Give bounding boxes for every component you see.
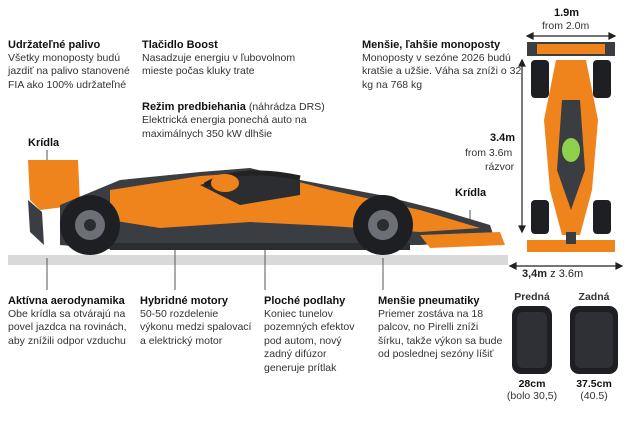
- boost-title: Tlačidlo Boost: [142, 39, 218, 51]
- smaller-text: Monoposty v sezóne 2026 budú kratšie a u…: [362, 52, 522, 91]
- overtake-suffix: (náhrádza DRS): [245, 101, 325, 113]
- boost-text: Nasadzuje energiu v ľubovolnom mieste po…: [142, 52, 296, 78]
- callout-tyres: Menšie pneumatiky Priemer zostáva na 18 …: [378, 294, 506, 362]
- overtake-text: Elektrická energia ponechá auto na maxim…: [142, 114, 307, 140]
- ground-bar: [8, 255, 508, 265]
- label-rear-wings: Krídla: [28, 137, 60, 149]
- car-side-view: [28, 160, 505, 255]
- wheelbase-prev: from 3.6m: [465, 147, 513, 159]
- floor: [110, 243, 410, 250]
- wheelbase-label: rázvor: [485, 161, 515, 173]
- aero-text: Obe krídla sa otvárajú na povel jazdca n…: [8, 308, 127, 347]
- rear-tyre-prev: (40.5): [580, 390, 608, 402]
- rear-tyre-value: 37.5cm: [576, 378, 612, 390]
- callout-aero: Aktívna aerodynamika Obe krídla sa otvár…: [8, 294, 128, 348]
- rear-wing: [28, 160, 80, 210]
- wheelbase-value: 3.4m: [490, 132, 516, 144]
- callout-smaller: Menšie, ľahšie monoposty Monoposty v sez…: [362, 38, 522, 92]
- hybrid-title: Hybridné motory: [140, 295, 229, 307]
- front-wing: [420, 232, 505, 248]
- front-tyre-width: 28cm (bolo 30,5): [500, 378, 564, 402]
- dimension-arrows: [508, 32, 624, 270]
- tyre-illustrations: [512, 306, 618, 374]
- front-tyre-label: Predná: [514, 291, 550, 303]
- front-tyre-value: 28cm: [518, 378, 546, 390]
- length-value: 3,4m: [522, 268, 548, 280]
- rear-tyre-label: Zadná: [578, 291, 610, 303]
- car-top-view: [527, 42, 615, 252]
- width-value: 1.9m: [554, 7, 580, 19]
- smaller-title: Menšie, ľahšie monoposty: [362, 39, 501, 51]
- hybrid-text: 50-50 rozdelenie výkonu medzi spalovací …: [140, 308, 252, 347]
- floor-title: Ploché podlahy: [264, 295, 346, 307]
- floor-text: Koniec tunelov pozemných efektov pod aut…: [264, 308, 355, 374]
- width-prev: from 2.0m: [542, 20, 590, 32]
- callout-overtake: Režim predbiehania (náhrádza DRS) Elektr…: [142, 100, 342, 141]
- overtake-title: Režim predbiehania: [142, 101, 246, 113]
- length-dimension: 3,4m z 3.6m: [522, 268, 583, 280]
- callout-hybrid: Hybridné motory 50-50 rozdelenie výkonu …: [140, 294, 252, 348]
- label-front-wings: Krídla: [455, 187, 487, 199]
- tyres-text: Priemer zostáva na 18 palcov, no Pirelli…: [378, 308, 503, 361]
- callout-floor: Ploché podlahy Koniec tunelov pozemných …: [264, 294, 364, 375]
- helmet: [211, 174, 239, 192]
- front-tyre-prev: (bolo 30,5): [506, 390, 558, 402]
- fuel-title: Udržateľné palivo: [8, 39, 101, 51]
- length-prev: z 3.6m: [547, 268, 584, 280]
- callout-fuel: Udržateľné palivo Všetky monoposty budú …: [8, 38, 140, 92]
- callout-boost: Tlačidlo Boost Nasadzuje energiu v ľubov…: [142, 38, 317, 79]
- fuel-text: Všetky monoposty budú jazdiť na palivo s…: [8, 52, 130, 91]
- rear-tyre-width: 37.5cm (40.5): [562, 378, 626, 402]
- tyres-title: Menšie pneumatiky: [378, 295, 480, 307]
- aero-title: Aktívna aerodynamika: [8, 295, 125, 307]
